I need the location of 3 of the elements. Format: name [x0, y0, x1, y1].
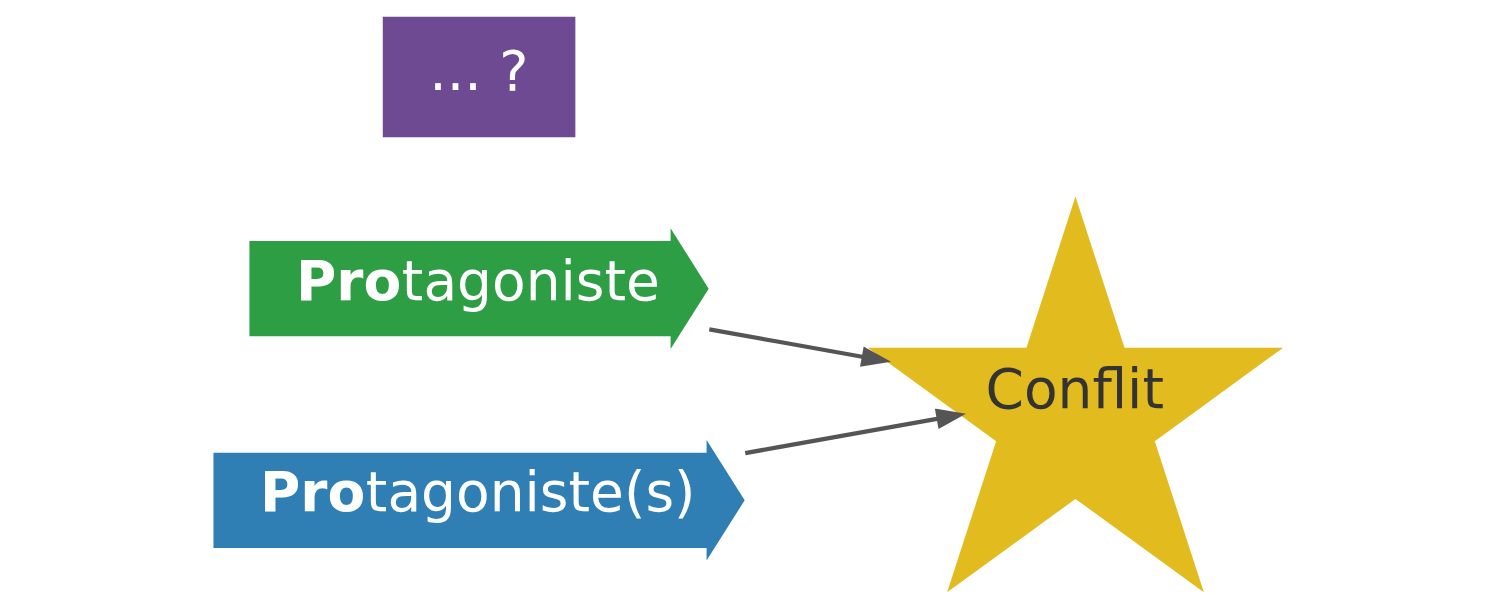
arrow — [708, 327, 891, 367]
arrow — [744, 408, 966, 456]
node-box: ... ? — [382, 16, 575, 138]
